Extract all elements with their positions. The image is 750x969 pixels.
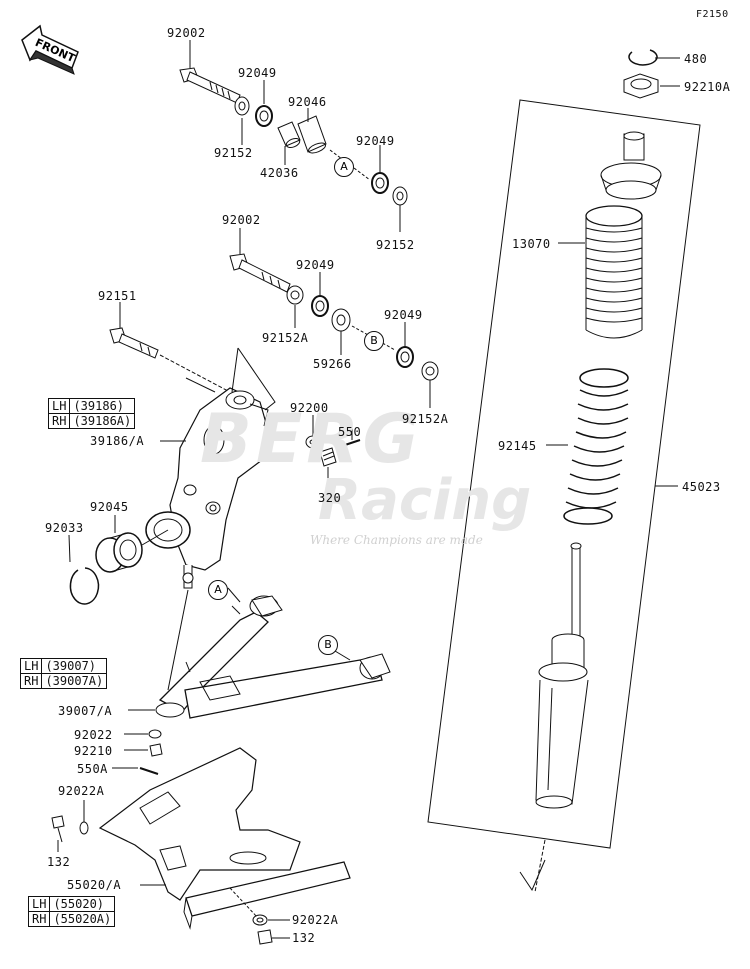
part-label: 92200 xyxy=(290,401,329,415)
washer-92152A-upper xyxy=(286,285,304,305)
part-label: 92151 xyxy=(98,289,137,303)
washer-92152A-lower xyxy=(421,361,439,381)
circlip-480 xyxy=(628,49,658,66)
bearing-92046 xyxy=(297,115,327,154)
seal-92049-bottom xyxy=(396,346,414,368)
part-label: 92049 xyxy=(296,258,335,272)
side-table-knuckle: LH(39186) RH(39186A) xyxy=(47,398,136,429)
part-label: 92033 xyxy=(45,521,84,535)
part-label: 92046 xyxy=(288,95,327,109)
bolt-92151 xyxy=(109,327,159,359)
part-label: 92022A xyxy=(58,784,105,798)
washer-92152-upper xyxy=(234,96,250,116)
ref-marker-b-lower: B xyxy=(318,635,338,655)
part-label: 92145 xyxy=(498,439,537,453)
part-label: 550A xyxy=(77,762,108,776)
side-cell: RH xyxy=(19,673,43,689)
part-label: 92210A xyxy=(684,80,731,94)
nut-92210A xyxy=(623,73,659,99)
nut-92210 xyxy=(149,743,163,757)
nut-92022 xyxy=(148,729,162,739)
part-label: 132 xyxy=(47,855,71,869)
ref-marker-b-upper: B xyxy=(364,331,384,351)
collar-42036 xyxy=(277,121,301,149)
cotter-pin-550A xyxy=(139,767,159,775)
lower-a-arm xyxy=(155,595,391,719)
bolt-132-bottom xyxy=(257,929,273,945)
shock-assembly-frame xyxy=(427,99,701,849)
part-label: 92049 xyxy=(384,308,423,322)
bolt-92002-lower xyxy=(229,253,291,293)
bolt-132-left xyxy=(51,815,65,843)
watermark-brand-top: BERG xyxy=(200,400,423,479)
part-cell: (39007) xyxy=(41,658,108,674)
part-cell: (55020) xyxy=(49,896,116,912)
part-label: 39186/A xyxy=(90,434,145,448)
washer-92022A-left xyxy=(79,821,89,835)
side-cell: LH xyxy=(19,658,43,674)
part-label: 42036 xyxy=(260,166,299,180)
side-cell: LH xyxy=(27,896,51,912)
part-label: 45023 xyxy=(682,480,721,494)
figure-code: F2150 xyxy=(696,9,729,20)
seal-92049-upper xyxy=(255,105,273,127)
part-label: 480 xyxy=(684,52,708,66)
cotter-pin-550 xyxy=(341,439,361,447)
dust-boot-13070 xyxy=(585,205,643,339)
bushing-59266 xyxy=(331,308,351,332)
part-cell: (39007A) xyxy=(41,673,108,689)
part-label: 92152 xyxy=(214,146,253,160)
ref-marker-a-upper: A xyxy=(334,157,354,177)
washer-92152-mid xyxy=(392,186,408,206)
side-cell: LH xyxy=(47,398,71,414)
part-label: 92049 xyxy=(238,66,277,80)
part-label: 13070 xyxy=(512,237,551,251)
bolt-92002-upper xyxy=(179,67,241,104)
part-label: 320 xyxy=(318,491,342,505)
shock-damper xyxy=(535,542,589,809)
part-label: 92152A xyxy=(402,412,449,426)
part-label: 92152A xyxy=(262,331,309,345)
part-label: 92152 xyxy=(376,238,415,252)
part-cell: (55020A) xyxy=(49,911,116,927)
seal-92049-lower xyxy=(311,295,329,317)
front-arrow-icon xyxy=(21,24,79,75)
part-label: 92022A xyxy=(292,913,339,927)
part-cell: (39186) xyxy=(69,398,136,414)
part-label: 92002 xyxy=(167,26,206,40)
side-cell: RH xyxy=(27,911,51,927)
part-label: 92002 xyxy=(222,213,261,227)
guard-plate xyxy=(98,747,351,930)
spring-92145 xyxy=(563,368,629,525)
bearing-92045 xyxy=(95,532,143,573)
part-cell: (39186A) xyxy=(69,413,136,429)
circlip-92033 xyxy=(69,567,100,605)
part-label: 132 xyxy=(292,931,316,945)
side-cell: RH xyxy=(47,413,71,429)
part-label: 55020/A xyxy=(67,878,122,892)
part-label: 92022 xyxy=(74,728,113,742)
part-label: 59266 xyxy=(313,357,352,371)
part-label: 550 xyxy=(338,425,362,439)
ref-marker-a-lower: A xyxy=(208,580,228,600)
washer-92022A-bottom xyxy=(252,914,268,926)
part-label: 92210 xyxy=(74,744,113,758)
shock-top-mount xyxy=(600,131,662,200)
nut-320 xyxy=(319,447,337,467)
part-label: 92045 xyxy=(90,500,129,514)
side-table-arm: LH(39007) RH(39007A) xyxy=(19,658,108,689)
side-table-guard: LH(55020) RH(55020A) xyxy=(27,896,116,927)
part-label: 39007/A xyxy=(58,704,113,718)
seal-92049-mid xyxy=(371,172,389,194)
watermark-tagline: Where Champions are made xyxy=(310,533,483,547)
part-label: 92049 xyxy=(356,134,395,148)
watermark-brand-bottom: Racing xyxy=(318,468,532,533)
